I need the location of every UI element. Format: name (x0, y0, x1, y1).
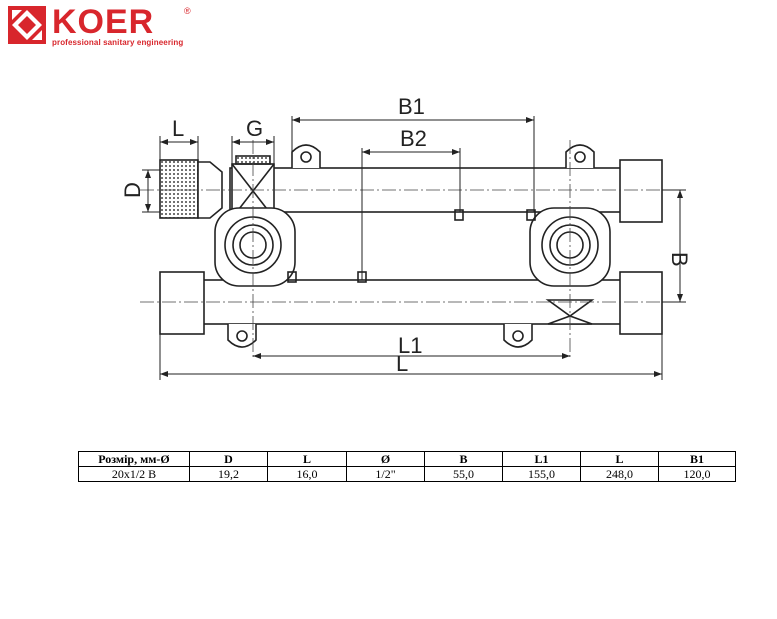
mounting-lug (227, 144, 595, 348)
dim-label-l1: L1 (398, 333, 422, 358)
dim-label-d: D (120, 182, 145, 198)
header-size: Розмір, мм-Ø (78, 451, 190, 467)
cell-diameter: 1/2" (346, 466, 425, 482)
spec-table: Розмір, мм-Ø D L Ø B L1 L B1 20х1/2 В 19… (78, 451, 736, 482)
wall-boss-left (214, 207, 296, 287)
brand-tagline: professional sanitary engineering (52, 38, 184, 47)
table-row: 20х1/2 В 19,2 16,0 1/2" 55,0 155,0 248,0… (78, 466, 736, 482)
header-l-total: L (580, 451, 659, 467)
top-right-socket (619, 159, 663, 223)
cell-l: 16,0 (267, 466, 347, 482)
threaded-fitting (159, 159, 199, 219)
header-b: B (424, 451, 503, 467)
cell-b: 55,0 (424, 466, 503, 482)
dim-label-g: G (246, 116, 263, 141)
brand-name: KOER (52, 3, 155, 41)
header-d: D (189, 451, 268, 467)
header-l: L (267, 451, 347, 467)
dim-label-b: B (667, 252, 692, 267)
cell-d: 19,2 (189, 466, 268, 482)
header-diameter: Ø (346, 451, 425, 467)
dim-label-l-top: L (172, 116, 184, 141)
header-b1: B1 (658, 451, 736, 467)
dim-label-l-bottom: L (396, 351, 408, 376)
cell-b1: 120,0 (658, 466, 736, 482)
registered-mark: ® (184, 6, 191, 16)
cell-size: 20х1/2 В (78, 466, 190, 482)
cell-l1: 155,0 (502, 466, 581, 482)
dim-label-b1: B1 (398, 94, 425, 119)
brand-logo: KOER ® professional sanitary engineering (8, 3, 198, 48)
manifold-technical-drawing: B1 B2 L G D B L1 L (120, 94, 692, 380)
koer-logo-icon (8, 6, 46, 44)
spec-table-header-row: Розмір, мм-Ø D L Ø B L1 L B1 (78, 451, 736, 467)
header-l1: L1 (502, 451, 581, 467)
bottom-right-socket (619, 271, 663, 335)
dim-label-b2: B2 (400, 126, 427, 151)
bottom-left-socket (159, 271, 205, 335)
cell-l-total: 248,0 (580, 466, 659, 482)
